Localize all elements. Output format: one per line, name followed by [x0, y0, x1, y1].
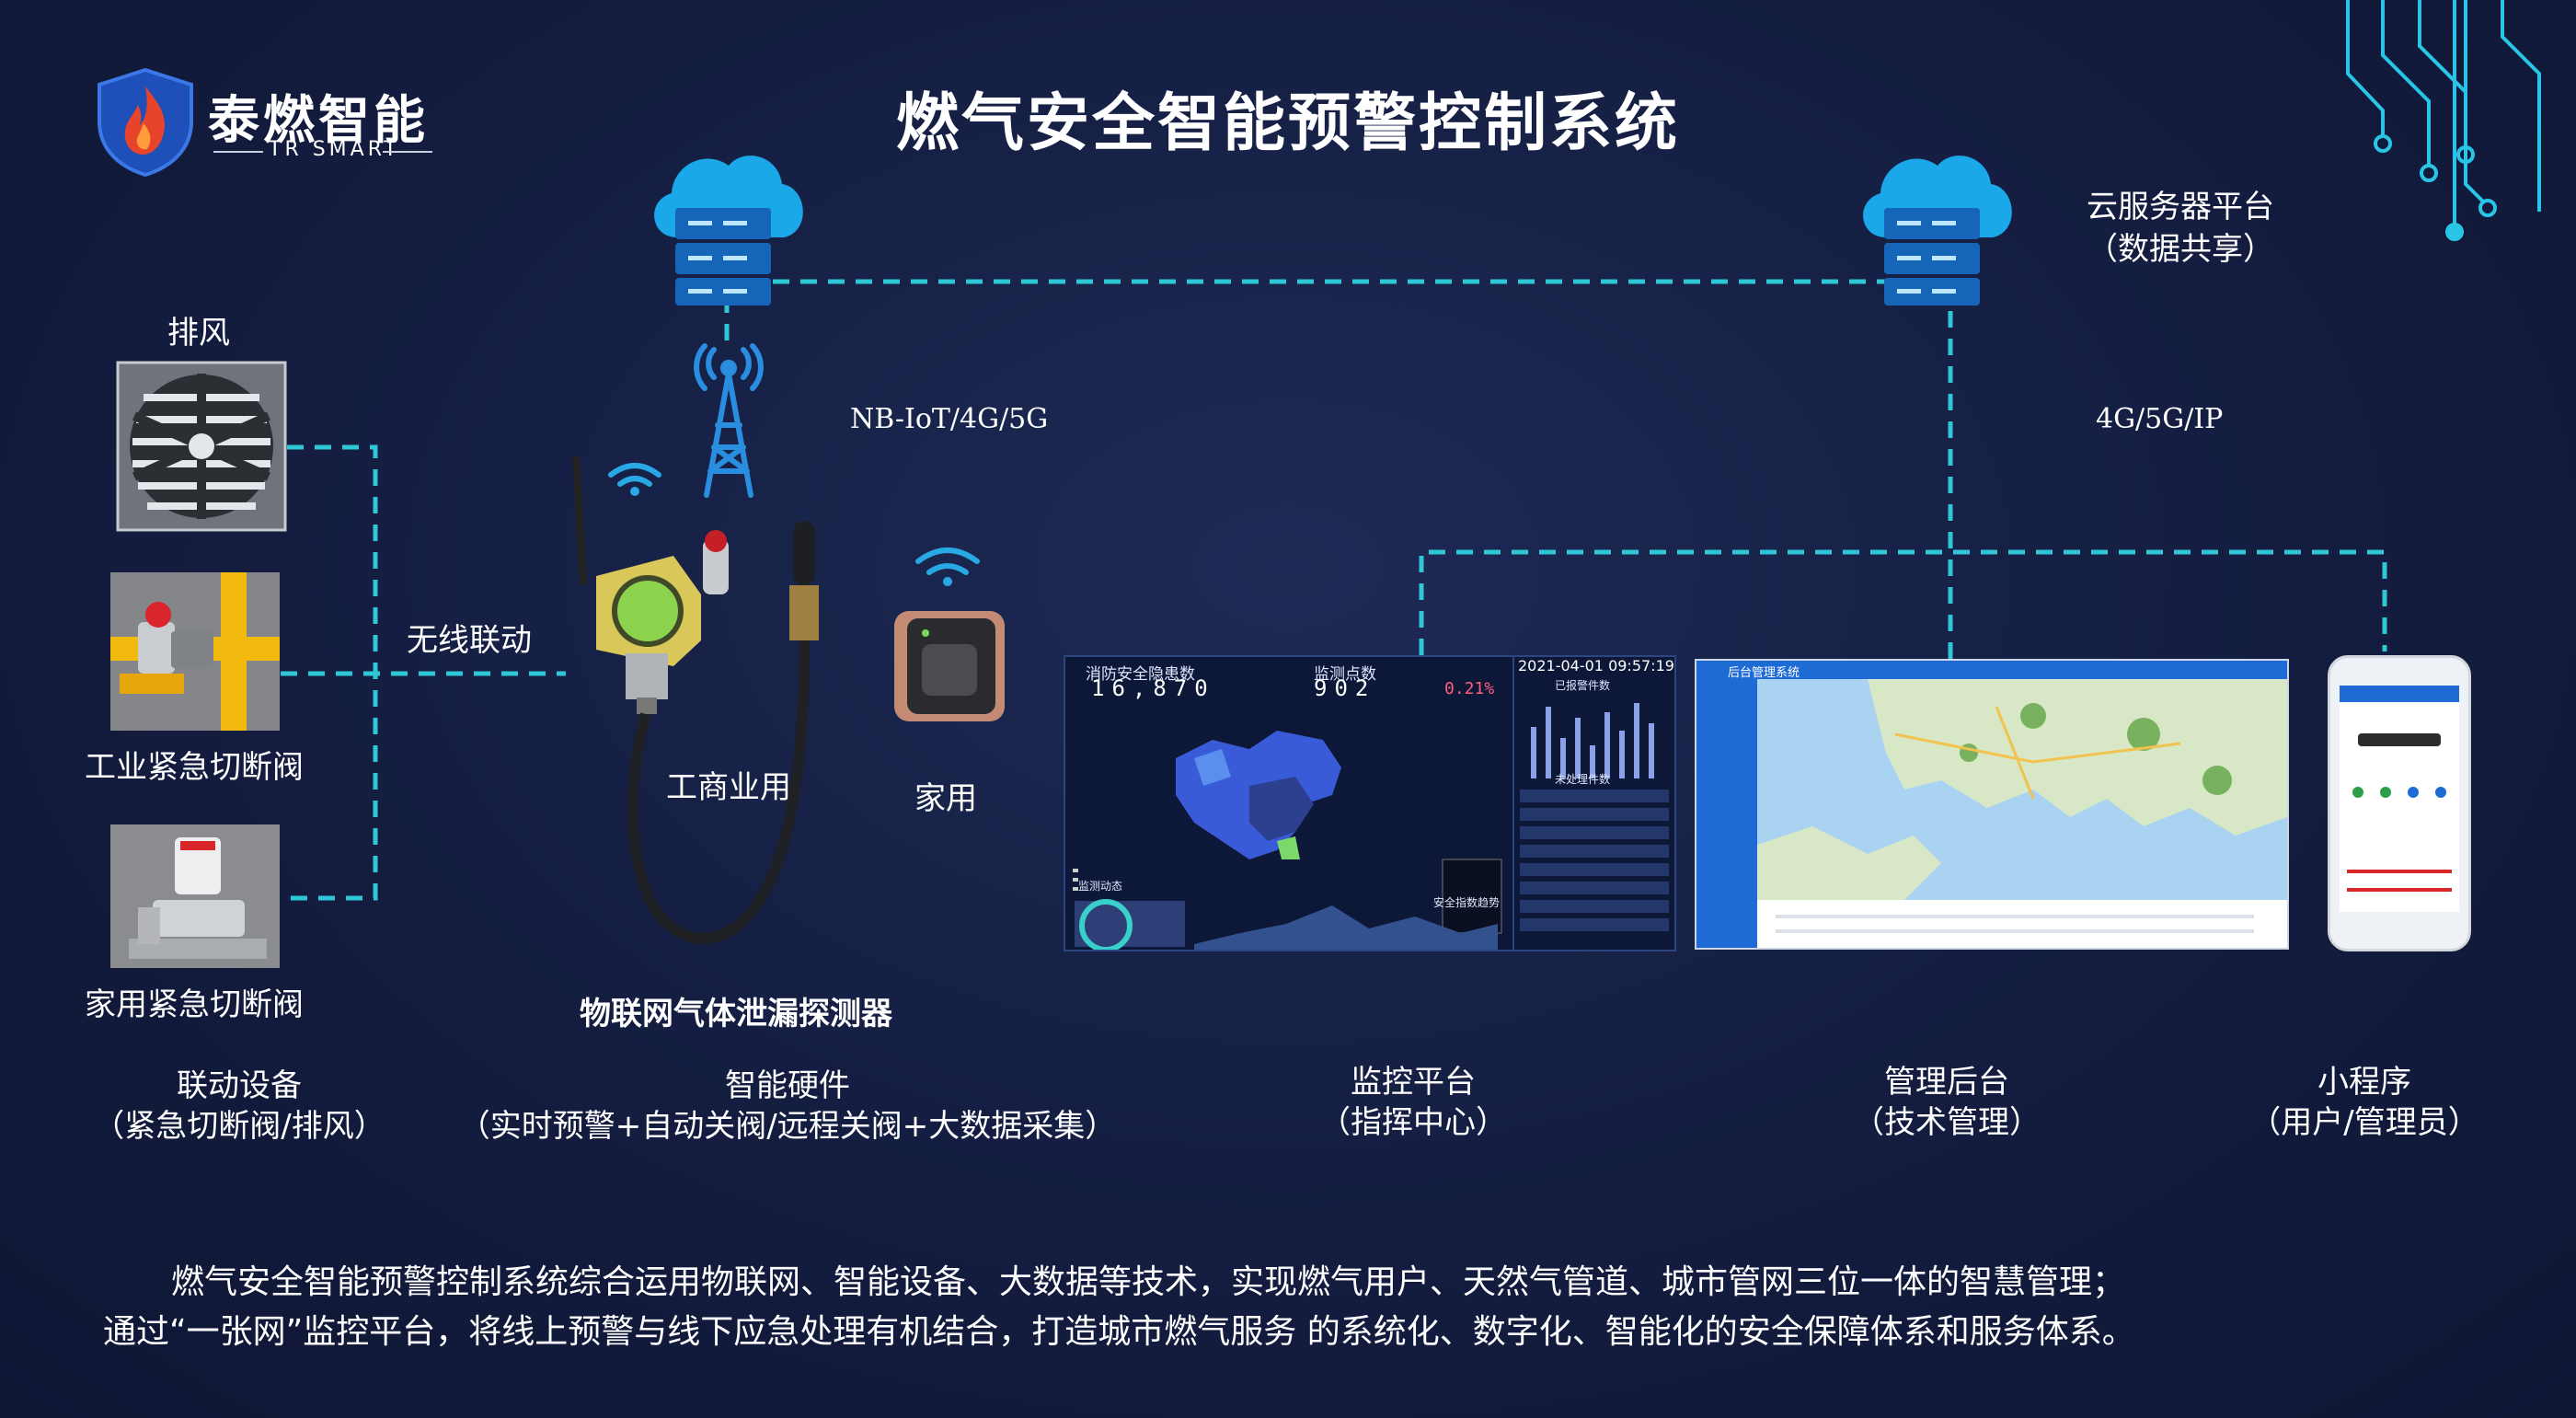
caption-admin-title: 管理后台 [1884, 1064, 2009, 1101]
dashboard-panel2-label: 未处理件数 [1555, 773, 1611, 786]
dashboard-kpi3-value: 0.21% [1444, 679, 1495, 698]
caption-mini-program-title: 小程序 [2317, 1064, 2411, 1101]
dashboard-heat-label: 安全指数趋势 [1433, 896, 1501, 909]
caption-admin: 管理后台 （技术管理） [1763, 1062, 2131, 1143]
cloud-platform-subtitle: （数据共享） [2087, 231, 2274, 268]
china-map-icon [1073, 731, 1502, 950]
phone-header-bar [2340, 686, 2459, 702]
circuit-decoration [2346, 0, 2541, 241]
caption-monitor-title: 监控平台 [1351, 1064, 1476, 1101]
fan-valve-line [287, 444, 378, 901]
phone-status-dot-2 [2380, 787, 2391, 798]
phone-device-row [2358, 733, 2441, 746]
home-use-label: 家用 [914, 780, 977, 817]
logo-divider-right [383, 151, 432, 153]
cloud-platform-label: 云服务器平台 （数据共享） [2052, 186, 2309, 271]
phone-status-dot-4 [2435, 787, 2446, 798]
alarm-bar-chart-icon [1531, 703, 1654, 778]
iot-link-label: NB-IoT/4G/5G [850, 403, 1049, 435]
cloud-server-icon-right [1863, 156, 2012, 306]
caption-monitor: 监控平台 （指挥中心） [1229, 1062, 1597, 1143]
exhaust-fan-icon [116, 361, 287, 532]
page-title: 燃气安全智能预警控制系统 [895, 87, 1680, 160]
detector-label: 物联网气体泄漏探测器 [580, 996, 892, 1032]
admin-sidebar [1696, 679, 1757, 948]
caption-monitor-subtitle: （指挥中心） [1319, 1104, 1507, 1141]
mini-program-phone [2328, 655, 2471, 951]
gas-detector-home-icon [894, 548, 1005, 721]
monitor-dashboard-main: 消防安全隐患数 16,870 监测点数 902 0.21% 监测动态 安全指数趋… [1064, 655, 1514, 951]
dashboard-kpi1-value: 16,870 [1091, 675, 1215, 701]
pending-list-icon [1520, 790, 1669, 931]
phone-status-dot-1 [2352, 787, 2363, 798]
caption-linkage-subtitle: （紧急切断阀/排风） [93, 1108, 385, 1145]
caption-mini-program-subtitle: （用户/管理员） [2249, 1104, 2479, 1141]
description-line-1: 燃气安全智能预警控制系统综合运用物联网、智能设备、大数据等技术，实现燃气用户、天… [171, 1263, 2126, 1301]
caption-admin-subtitle: （技术管理） [1853, 1104, 2041, 1141]
dashboard-panel1-label: 已报警件数 [1555, 679, 1611, 692]
logo-name-cn: 泰燃智能 [208, 91, 429, 151]
dashboard-kpi1-label: 消防安全隐患数 [1086, 665, 1195, 684]
platform-bus-line [1419, 549, 2387, 655]
dashboard-kpi2-value: 902 [1314, 675, 1376, 701]
cloud-platform-title: 云服务器平台 [2087, 189, 2274, 225]
fan-label: 排风 [167, 315, 230, 352]
phone-status-dot-3 [2408, 787, 2419, 798]
commercial-use-label: 工商业用 [666, 769, 791, 806]
dashboard-datetime: 2021-04-01 09:57:19 [1518, 657, 1674, 674]
gas-detector-commercial-icon [572, 456, 819, 945]
caption-linkage: 联动设备 （紧急切断阀/排风） [55, 1066, 423, 1147]
industrial-valve-icon [110, 572, 280, 731]
admin-topbar [1696, 661, 2287, 679]
admin-map-icon [1757, 679, 2287, 948]
home-valve-icon [110, 824, 280, 968]
industrial-valve-label: 工业紧急切断阀 [85, 749, 304, 786]
description-line-2: 通过“一张网”监控平台，将线上预警与线下应急处理有机结合，打造城市燃气服务 的系… [103, 1313, 2135, 1351]
caption-linkage-title: 联动设备 [177, 1067, 302, 1104]
dashboard-gauge-label: 监测动态 [1078, 880, 1123, 893]
cloud-server-icon [654, 156, 803, 306]
signal-tower-icon [694, 343, 764, 498]
admin-backend-screen: 后台管理系统 [1695, 659, 2289, 950]
caption-hardware-title: 智能硬件 [725, 1067, 850, 1104]
logo-shield-icon [98, 67, 193, 177]
home-valve-label: 家用紧急切断阀 [85, 986, 304, 1023]
phone-alert-line-2 [2347, 888, 2452, 892]
phone-screen [2340, 686, 2459, 912]
caption-hardware: 智能硬件 （实时预警+自动关阀/远程关阀+大数据采集） [420, 1066, 1156, 1147]
phone-alert-line-1 [2347, 870, 2452, 873]
logo-name-en: TR SMART [269, 138, 400, 161]
wireless-link-label: 无线联动 [407, 622, 532, 659]
caption-hardware-subtitle: （实时预警+自动关阀/远程关阀+大数据采集） [458, 1108, 1117, 1145]
admin-title: 后台管理系统 [1728, 666, 1800, 680]
dashboard-kpi2-label: 监测点数 [1314, 665, 1376, 684]
logo-divider-left [213, 151, 263, 153]
net-link-label: 4G/5G/IP [2096, 403, 2224, 435]
caption-mini-program: 小程序 （用户/管理员） [2226, 1062, 2502, 1143]
monitor-dashboard-side: 2021-04-01 09:57:19 已报警件数 未处理件数 [1512, 655, 1676, 951]
